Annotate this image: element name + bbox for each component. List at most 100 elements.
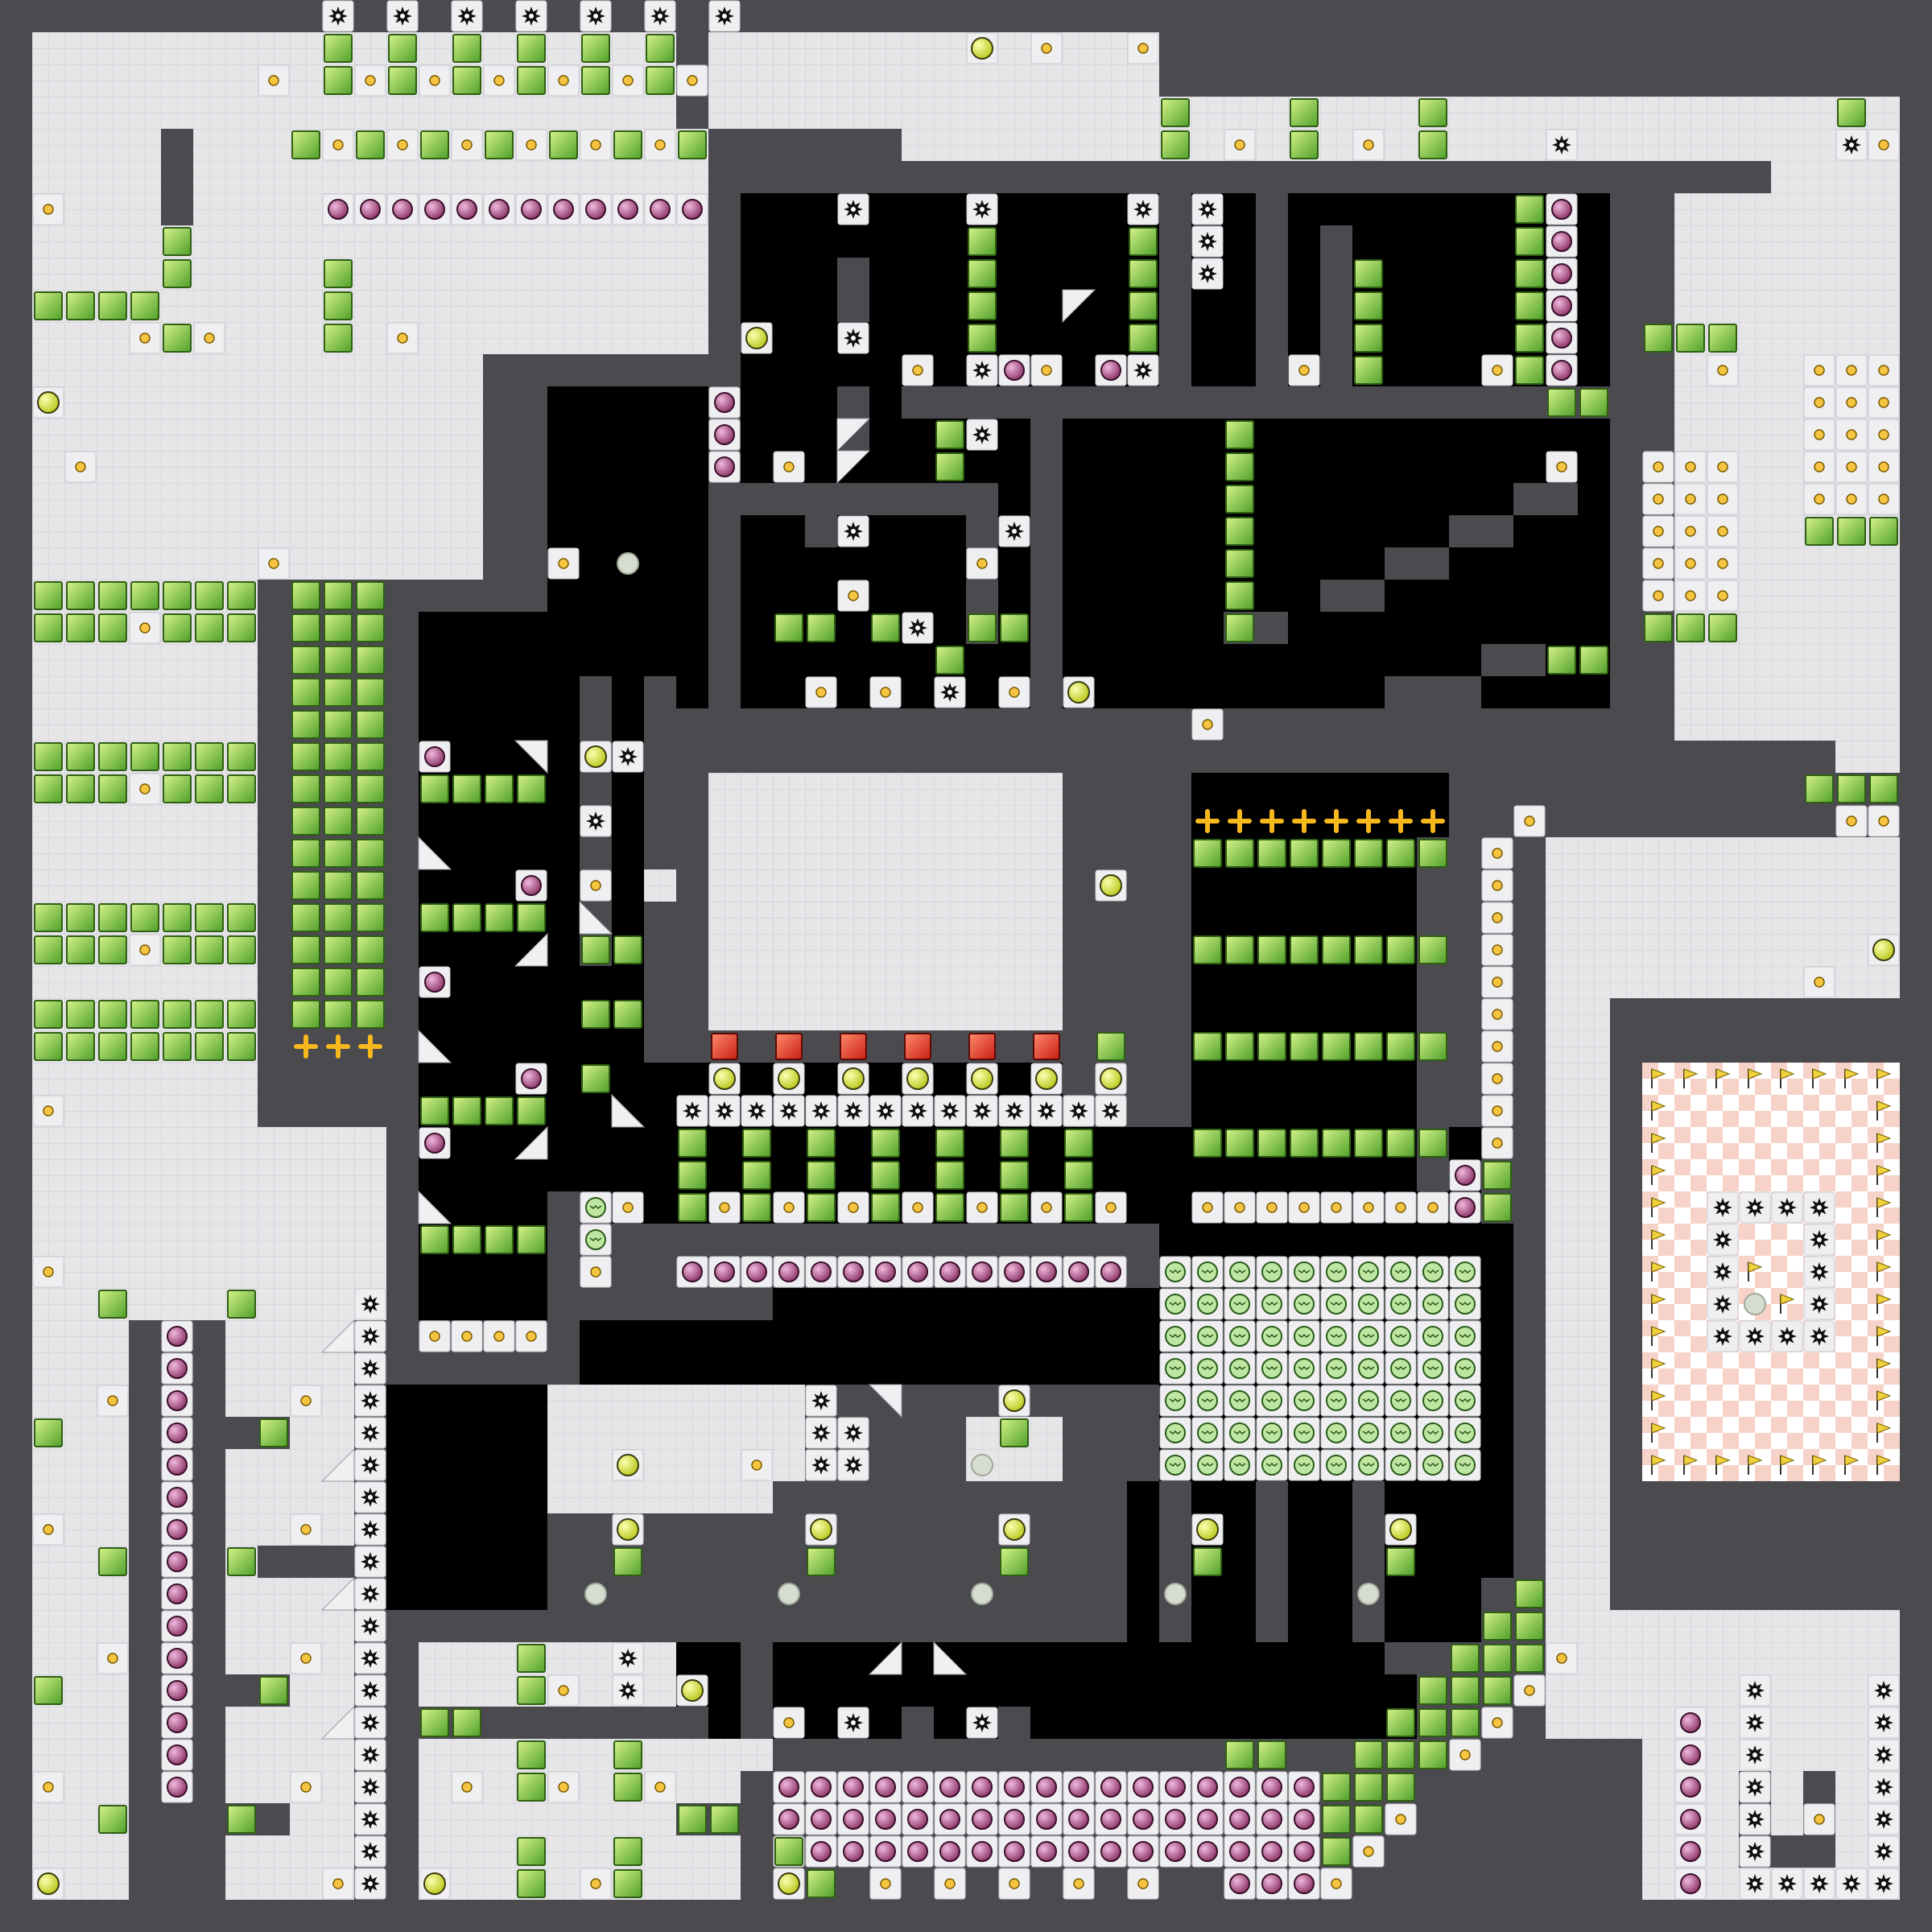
spiked-mine-core: [1817, 1334, 1822, 1339]
slope-tile: [933, 1641, 968, 1675]
floor-region: [1546, 837, 1900, 998]
toggle-mine-icon: [714, 424, 735, 445]
launch-pad-mark: [1330, 1333, 1343, 1338]
gold-coin-icon: [1492, 848, 1503, 859]
floor-region: [32, 354, 483, 580]
green-block-icon: [388, 34, 417, 63]
spiked-mine-core: [980, 1108, 985, 1113]
toggle-mine-icon: [811, 1777, 832, 1798]
launch-pad-icon: [1229, 1455, 1250, 1476]
green-block-icon: [163, 1000, 192, 1029]
launch-pad-mark: [1233, 1301, 1246, 1306]
launch-pad-icon: [1261, 1390, 1282, 1411]
floor-region: [708, 773, 1127, 1030]
exit-switch-icon: [1100, 1067, 1122, 1090]
slope-tile: [836, 418, 871, 452]
green-block-icon: [517, 1676, 546, 1705]
toggle-mine-icon: [1068, 1841, 1089, 1862]
green-block-icon: [485, 903, 514, 932]
slope-tile: [320, 1447, 355, 1482]
spiked-mine-core: [1881, 1688, 1886, 1693]
gold-coin-icon: [1492, 1717, 1503, 1728]
green-block-icon: [1257, 839, 1286, 868]
floor-region: [32, 1127, 386, 1320]
launch-pad-mark: [1426, 1269, 1439, 1274]
spiked-mine-core: [1881, 1752, 1886, 1757]
slope-tile: [320, 1319, 355, 1353]
launch-pad-mark: [1362, 1430, 1375, 1435]
spiked-mine-core: [368, 1849, 373, 1854]
wall-segment: [580, 1256, 773, 1320]
spiked-mine-core: [1205, 207, 1210, 212]
green-block-icon: [324, 581, 353, 610]
green-block-icon: [1386, 1708, 1415, 1737]
green-block-icon: [66, 742, 95, 771]
wall-segment: [1385, 1642, 1417, 1674]
green-block-icon: [1418, 98, 1447, 127]
wall-segment: [1385, 676, 1481, 708]
gold-coin-icon: [1878, 139, 1889, 151]
gold-coin-icon: [1653, 493, 1664, 505]
launch-pad-mark: [1394, 1397, 1407, 1402]
green-block-icon: [259, 1418, 288, 1447]
green-block-icon: [935, 420, 964, 449]
green-block-icon: [420, 1708, 449, 1737]
gold-coin-icon: [1717, 558, 1728, 569]
toggle-mine-icon: [650, 199, 671, 220]
floor-region: [290, 129, 708, 354]
green-block-icon: [1676, 613, 1705, 642]
spiked-mine-core: [368, 1527, 373, 1532]
green-block-icon: [1129, 291, 1158, 320]
green-block-icon: [1354, 1032, 1383, 1061]
gold-coin-icon: [300, 1653, 312, 1664]
gold-coin-icon: [654, 139, 666, 151]
spiked-mine-core: [368, 1591, 373, 1596]
exit-switch-icon: [778, 1067, 800, 1090]
green-block-icon: [34, 1032, 63, 1061]
launch-pad-mark: [589, 1236, 602, 1241]
wall-segment: [1159, 773, 1191, 1127]
launch-pad-mark: [1201, 1301, 1214, 1306]
launch-pad-mark: [1233, 1365, 1246, 1370]
flag-icon: [1876, 1133, 1892, 1144]
green-block-icon: [1579, 646, 1608, 675]
launch-pad-mark: [1233, 1269, 1246, 1274]
green-block-icon: [1096, 1032, 1125, 1061]
gold-coin-icon: [1556, 1653, 1567, 1664]
flag-icon: [1651, 1229, 1666, 1241]
green-block-icon: [452, 1225, 481, 1254]
gold-coin-icon: [783, 1202, 795, 1213]
green-block-icon: [1290, 130, 1319, 159]
exit-switch-icon: [1003, 1518, 1026, 1541]
green-block-icon: [324, 646, 353, 675]
green-block-icon: [1354, 1129, 1383, 1158]
spiked-mine-core: [819, 1430, 824, 1435]
toggle-mine-icon: [1551, 263, 1572, 284]
launch-pad-icon: [1422, 1261, 1443, 1282]
toggle-mine-icon: [1100, 1841, 1121, 1862]
green-block-icon: [1805, 774, 1834, 803]
gold-coin-icon: [107, 1653, 118, 1664]
exit-switch-icon: [971, 1067, 993, 1090]
toggle-mine-icon: [167, 1648, 188, 1669]
gold-coin-icon: [848, 590, 859, 601]
launch-pad-icon: [1165, 1358, 1186, 1379]
gold-coin-icon: [976, 1202, 988, 1213]
toggle-mine-icon: [167, 1422, 188, 1443]
toggle-mine-icon: [843, 1841, 864, 1862]
launch-pad-mark: [1298, 1269, 1311, 1274]
launch-pad-icon: [1165, 1261, 1186, 1282]
green-block-icon: [1225, 1032, 1254, 1061]
spiked-mine-core: [851, 1108, 856, 1113]
green-block-icon: [195, 1032, 224, 1061]
spiked-mine-core: [1752, 1720, 1757, 1725]
spiked-mine-core: [1720, 1237, 1725, 1242]
gold-coin-icon: [1878, 461, 1889, 473]
green-block-icon: [1418, 839, 1447, 868]
launch-pad-icon: [1455, 1358, 1476, 1379]
spiked-mine-core: [819, 1108, 824, 1113]
toggle-mine-icon: [1551, 231, 1572, 252]
green-block-icon: [613, 1547, 642, 1576]
wall-segment: [741, 1771, 773, 1900]
launch-pad-mark: [1394, 1333, 1407, 1338]
